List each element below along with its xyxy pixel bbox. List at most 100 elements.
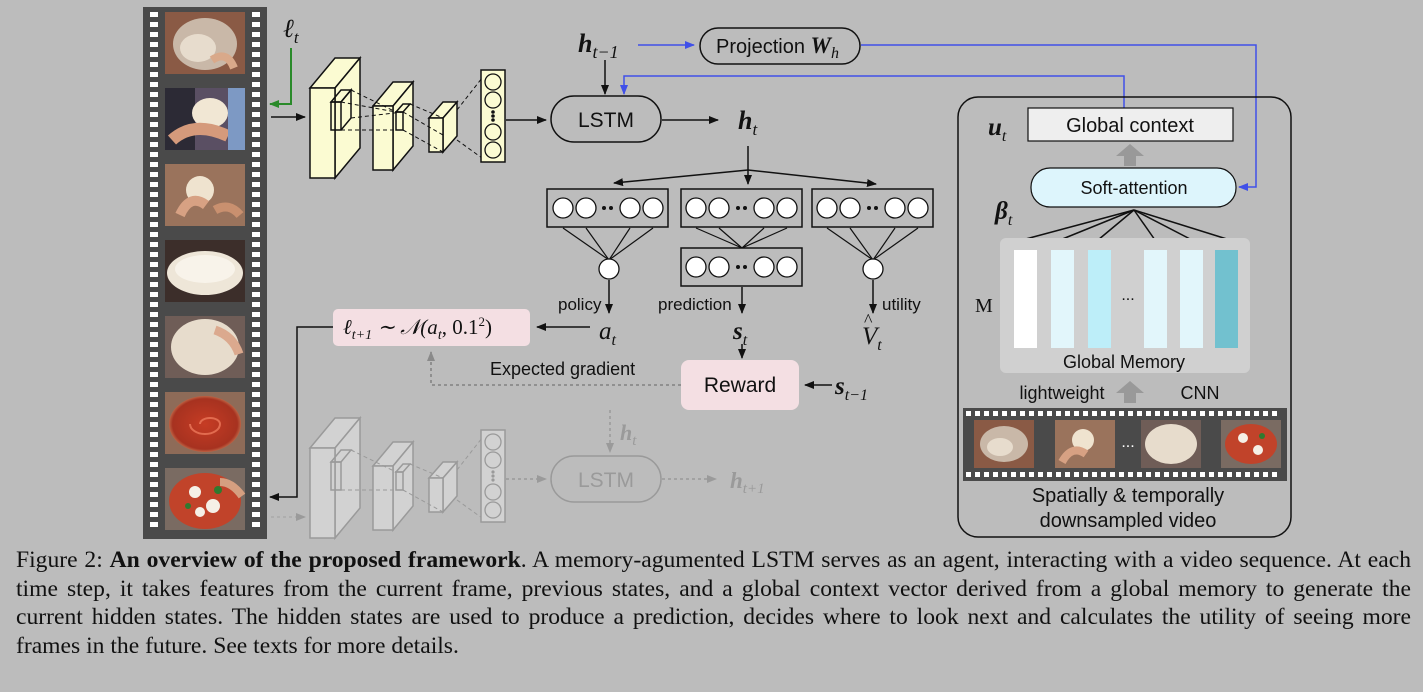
projection-label: Projection Wh — [716, 33, 839, 62]
film-hole — [252, 482, 260, 487]
film-hole — [984, 472, 989, 477]
utility-label: utility — [882, 295, 921, 314]
film-hole — [150, 482, 158, 487]
film-hole — [150, 52, 158, 57]
film-hole — [150, 192, 158, 197]
film-hole — [252, 92, 260, 97]
film-hole — [252, 232, 260, 237]
mini-frame-1 — [974, 420, 1034, 468]
film-hole — [150, 282, 158, 287]
film-hole — [150, 142, 158, 147]
policy-label: policy — [558, 295, 602, 314]
global-context-box — [1027, 107, 1234, 142]
memory-cells — [1014, 250, 1238, 348]
film-hole — [150, 232, 158, 237]
film-hole — [252, 132, 260, 137]
global-context-label: Global context — [1066, 115, 1194, 137]
film-hole — [252, 192, 260, 197]
film-hole — [150, 402, 158, 407]
film-hole — [1128, 411, 1133, 416]
vt-hat: ^ — [864, 310, 873, 330]
film-hole — [252, 32, 260, 37]
film-hole — [150, 12, 158, 17]
film-hole — [150, 82, 158, 87]
film-hole — [1209, 411, 1214, 416]
film-hole — [150, 372, 158, 377]
film-hole — [252, 222, 260, 227]
film-hole — [1083, 472, 1088, 477]
film-hole — [252, 312, 260, 317]
film-hole — [1029, 472, 1034, 477]
global-memory-label: Global Memory — [1063, 352, 1185, 372]
film-hole — [150, 522, 158, 527]
s-prev-label: st−1 — [834, 373, 868, 404]
film-hole — [150, 72, 158, 77]
film-frame-5 — [165, 316, 245, 378]
film-hole — [150, 212, 158, 217]
film-hole — [252, 382, 260, 387]
film-hole — [1227, 472, 1232, 477]
projection-to-attention-arrow — [861, 44, 1257, 191]
framework-diagram: ℓt ht−1 — [143, 7, 1292, 541]
lstm-cell-faded — [550, 455, 662, 503]
film-hole — [1254, 411, 1259, 416]
h-prev-label: ht−1 — [578, 29, 619, 62]
film-hole — [1191, 411, 1196, 416]
beta-label: βt — [994, 198, 1013, 229]
expected-gradient-label: Expected gradient — [490, 359, 635, 379]
film-frame-7 — [165, 468, 246, 530]
film-hole — [993, 411, 998, 416]
film-hole — [150, 122, 158, 127]
film-hole — [252, 502, 260, 507]
film-hole — [1245, 472, 1250, 477]
prediction-head — [680, 188, 803, 314]
film-hole — [1110, 472, 1115, 477]
cnn-label: CNN — [1181, 383, 1220, 403]
mini-frame-4 — [1221, 420, 1281, 468]
film-hole — [1092, 411, 1097, 416]
h-next-label: ht+1 — [730, 468, 765, 497]
film-hole — [1182, 411, 1187, 416]
vt-label: Vt — [862, 323, 882, 354]
film-hole — [150, 202, 158, 207]
film-hole — [252, 152, 260, 157]
film-hole — [1047, 411, 1052, 416]
film-hole — [1020, 472, 1025, 477]
cnn-encoder-faded — [308, 415, 459, 541]
film-hole — [252, 362, 260, 367]
film-hole — [1047, 472, 1052, 477]
film-hole — [1209, 472, 1214, 477]
reward-box — [681, 360, 799, 410]
sampling-to-frame-arrow — [269, 326, 333, 501]
film-hole — [252, 202, 260, 207]
film-hole — [150, 502, 158, 507]
mini-film-holes-bottom — [966, 472, 1277, 477]
film-hole — [1101, 411, 1106, 416]
film-frame-2 — [165, 88, 245, 150]
film-hole — [966, 472, 971, 477]
film-hole — [252, 452, 260, 457]
expected-gradient-arrow — [427, 351, 681, 386]
film-hole — [1101, 472, 1106, 477]
film-hole — [252, 82, 260, 87]
caption-prefix: Figure 2: — [16, 547, 110, 573]
film-hole — [150, 42, 158, 47]
film-hole — [252, 412, 260, 417]
video-caption-line1: Spatially & temporally — [1032, 485, 1224, 507]
film-hole — [1029, 411, 1034, 416]
feature-vector — [480, 69, 506, 163]
projection-box — [699, 27, 861, 65]
film-hole — [1236, 472, 1241, 477]
ht-label: ht — [738, 106, 758, 139]
film-hole — [252, 242, 260, 247]
cnn-dashed-connections — [340, 77, 483, 159]
film-hole — [252, 442, 260, 447]
film-hole — [252, 342, 260, 347]
film-hole — [150, 432, 158, 437]
film-hole — [1056, 411, 1061, 416]
film-hole — [252, 22, 260, 27]
film-hole — [1011, 472, 1016, 477]
film-hole — [1002, 411, 1007, 416]
film-hole — [150, 132, 158, 137]
film-hole — [150, 312, 158, 317]
